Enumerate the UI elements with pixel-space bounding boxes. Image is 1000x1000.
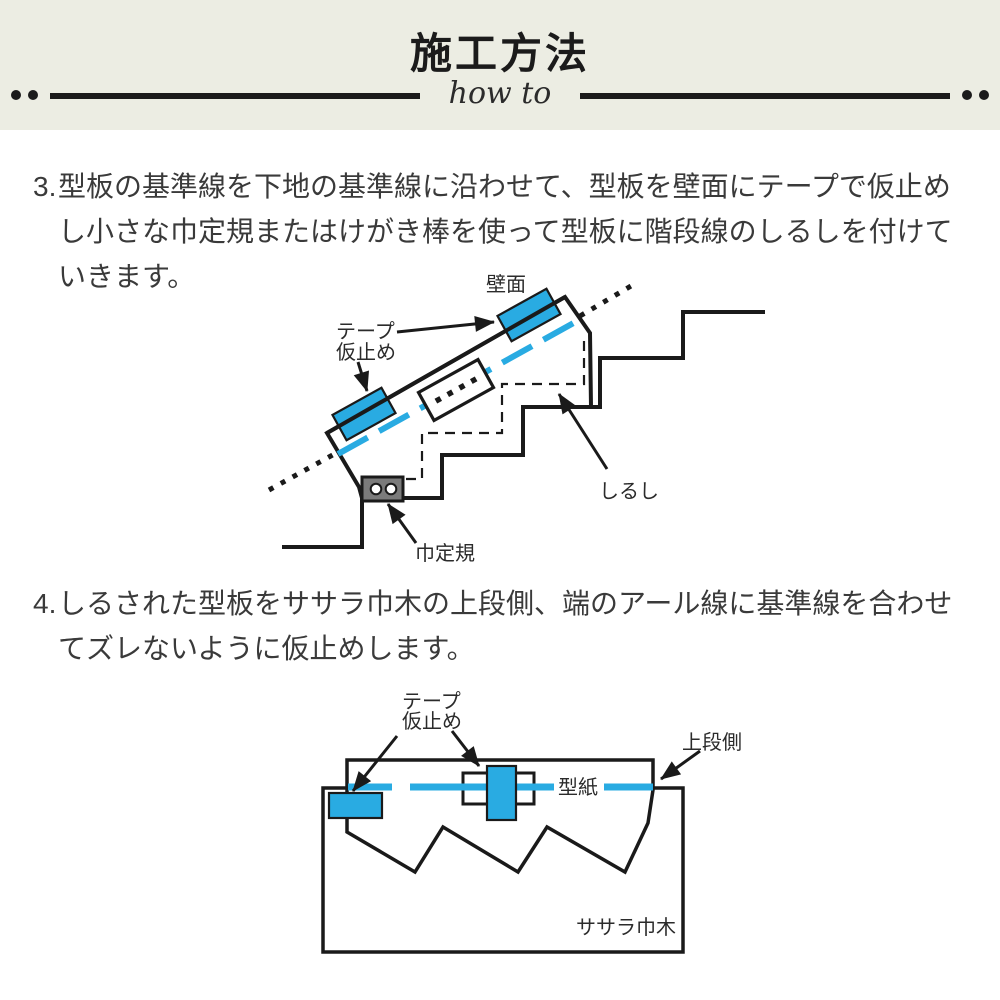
scribe-stick [416, 357, 496, 423]
step-line: てズレないように仮止めします。 [58, 633, 475, 664]
diagram-pattern-on-stringer: テープ 仮止め 上段側 型紙 ササラ巾木 [321, 691, 742, 954]
mark-dashed-line [401, 341, 586, 481]
step-4-paragraph: 4. しるされた型板をササラ巾木の上段側、端のアール線に基準線を合わせ てズレな… [33, 581, 963, 671]
page-title: 施工方法 [409, 30, 590, 77]
page-subtitle: how to [448, 76, 552, 111]
divider-line-right [580, 93, 950, 99]
step-3-paragraph: 3. 型板の基準線を下地の基準線に沿わせて、型板を壁面にテープで仮止め し小さな… [33, 164, 963, 299]
dot-icon [28, 90, 38, 100]
step-text: しるされた型板をササラ巾木の上段側、端のアール線に基準線を合わせ てズレないよう… [58, 581, 963, 671]
label-tape-2: 仮止め [336, 341, 396, 364]
step-text: 型板の基準線を下地の基準線に沿わせて、型板を壁面にテープで仮止め し小さな巾定規… [58, 164, 963, 299]
substrate-line-dotted-lower [267, 449, 340, 493]
step-line: しるされた型板をササラ巾木の上段側、端のアール線に基準線を合わせ [58, 588, 953, 619]
divider-line-left [50, 93, 420, 99]
arrow-mark [557, 393, 609, 470]
step-number: 4. [33, 588, 57, 619]
diagram-template-on-stairs: 壁面 テープ 仮止め しるし 巾定規 [267, 273, 765, 565]
arrow-tape-upper [396, 315, 495, 334]
plate-top-edge [326, 295, 566, 435]
label-tape-2: 仮止め [402, 710, 462, 733]
label-stringer: ササラ巾木 [576, 916, 676, 939]
label-tape-1: テープ [402, 691, 461, 713]
label-upper-side: 上段側 [682, 731, 742, 754]
step-number: 3. [33, 171, 57, 202]
header-banner: 施工方法 how to [0, 0, 1000, 130]
dot-icon [979, 90, 989, 100]
tape-left [327, 791, 384, 820]
step-line: 型板の基準線を下地の基準線に沿わせて、型板を壁面にテープで仮止め [58, 171, 951, 202]
dot-icon [11, 90, 21, 100]
tape-center [485, 764, 518, 822]
step-line: し小さな巾定規またはけがき棒を使って型板に階段線のしるしを付けて [58, 216, 953, 247]
label-pattern: 型紙 [558, 776, 598, 799]
label-mark: しるし [599, 481, 659, 503]
label-gauge: 巾定規 [415, 542, 475, 565]
substrate-line-dotted-upper [578, 283, 633, 319]
arrow-gauge [386, 503, 418, 544]
width-gauge [360, 475, 405, 503]
label-wall: 壁面 [486, 273, 526, 296]
label-tape-1: テープ [336, 321, 395, 343]
arrow-tape-center [450, 730, 481, 767]
arrow-tape-lower [353, 361, 370, 392]
arrow-upper-side [660, 749, 701, 781]
dot-icon [962, 90, 972, 100]
label-pattern-bg [554, 775, 604, 798]
step-line: いきます。 [58, 261, 196, 292]
arrow-tape-left [351, 735, 399, 792]
decor-dots-left [11, 90, 38, 100]
decor-dots-right [962, 90, 989, 100]
